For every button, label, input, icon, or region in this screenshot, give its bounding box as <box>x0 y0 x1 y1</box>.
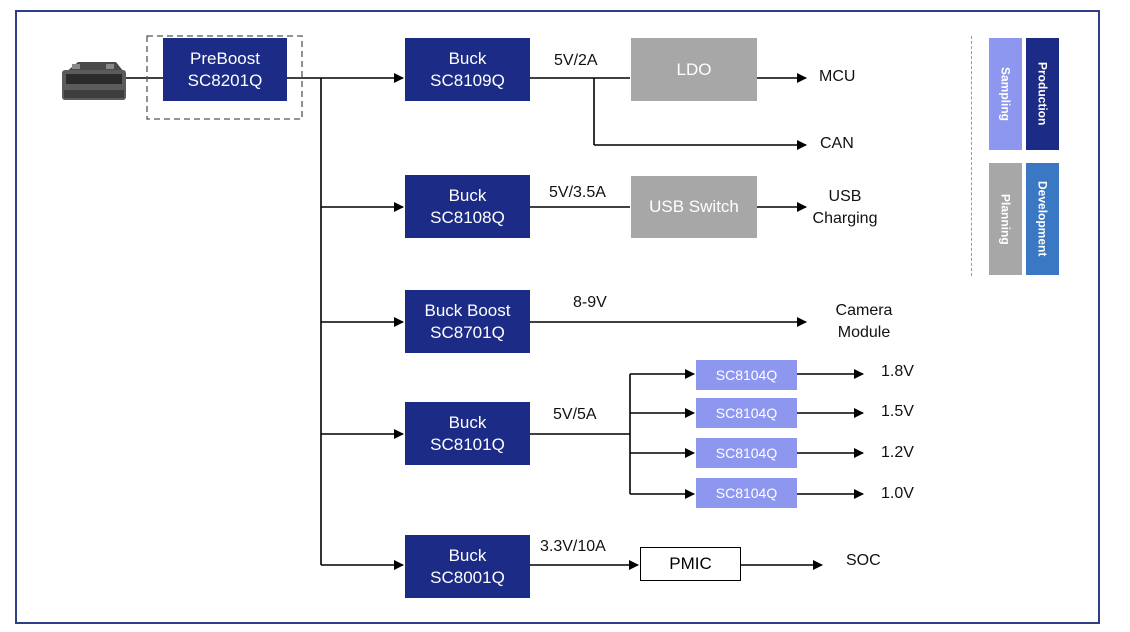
output-1-8v: 1.8V <box>881 363 914 380</box>
sc8104q-block-4: SC8104Q <box>696 478 797 508</box>
output-camera-module: Camera Module <box>822 300 906 344</box>
sc8104q-label: SC8104Q <box>715 405 778 421</box>
buck-8101-part: SC8101Q <box>430 434 505 454</box>
legend-development-label: Development <box>1035 181 1050 257</box>
buck-8108-part: SC8108Q <box>430 207 505 227</box>
output-1-5v: 1.5V <box>881 403 914 420</box>
buck-8108-title: Buck <box>448 185 487 205</box>
sc8104q-label: SC8104Q <box>715 445 778 461</box>
legend-sampling-label: Sampling <box>998 66 1013 121</box>
rail-label-5v-2a: 5V/2A <box>554 52 598 69</box>
buckboost-8701-part: SC8701Q <box>430 322 505 342</box>
sc8104q-block-3: SC8104Q <box>696 438 797 468</box>
preboost-dashed-group <box>146 35 303 120</box>
camera-line2: Module <box>837 324 891 341</box>
legend-production: Production <box>1026 38 1059 150</box>
output-1-0v: 1.0V <box>881 485 914 502</box>
rail-label-5v-5a: 5V/5A <box>553 406 597 423</box>
pmic-block: PMIC <box>640 547 741 581</box>
legend-sampling: Sampling <box>989 38 1022 150</box>
output-usb-charging: USB Charging <box>803 186 887 230</box>
sc8104q-label: SC8104Q <box>715 367 778 383</box>
ldo-label: LDO <box>676 59 712 79</box>
sc8104q-block-1: SC8104Q <box>696 360 797 390</box>
sc8104q-block-2: SC8104Q <box>696 398 797 428</box>
ldo-block: LDO <box>631 38 757 101</box>
usb-charging-line2: Charging <box>812 210 878 227</box>
preboost-sc8201q-block: PreBoost SC8201Q <box>163 38 287 101</box>
car-battery-icon <box>62 62 126 100</box>
rail-label-5v-3-5a: 5V/3.5A <box>549 184 606 201</box>
buckboost-sc8701q-block: Buck Boost SC8701Q <box>405 290 530 353</box>
buck-sc8109q-block: Buck SC8109Q <box>405 38 530 101</box>
buck-8109-part: SC8109Q <box>430 70 505 90</box>
usb-charging-line1: USB <box>828 188 862 205</box>
buck-sc8101q-block: Buck SC8101Q <box>405 402 530 465</box>
legend-production-label: Production <box>1035 62 1050 126</box>
preboost-title: PreBoost <box>190 48 260 68</box>
rail-label-3-3v-10a: 3.3V/10A <box>540 538 606 555</box>
legend-planning-label: Planning <box>998 193 1013 245</box>
buck-8101-title: Buck <box>448 412 487 432</box>
preboost-part: SC8201Q <box>187 70 263 90</box>
pmic-label: PMIC <box>669 554 712 573</box>
buck-sc8108q-block: Buck SC8108Q <box>405 175 530 238</box>
buck-sc8001q-block: Buck SC8001Q <box>405 535 530 598</box>
output-1-2v: 1.2V <box>881 444 914 461</box>
legend-planning: Planning <box>989 163 1022 275</box>
output-can: CAN <box>820 135 854 152</box>
usb-switch-block: USB Switch <box>631 176 757 238</box>
buckboost-8701-title: Buck Boost <box>424 300 511 320</box>
output-mcu: MCU <box>819 68 856 85</box>
camera-line1: Camera <box>835 302 893 319</box>
diagram-frame <box>15 10 1100 624</box>
legend-divider <box>971 36 972 276</box>
sc8104q-label: SC8104Q <box>715 485 778 501</box>
legend-development: Development <box>1026 163 1059 275</box>
output-soc: SOC <box>846 552 881 569</box>
rail-label-8-9v: 8-9V <box>573 294 607 311</box>
usb-switch-label: USB Switch <box>649 197 739 216</box>
buck-8109-title: Buck <box>448 48 487 68</box>
buck-8001-part: SC8001Q <box>430 567 505 587</box>
buck-8001-title: Buck <box>448 545 487 565</box>
